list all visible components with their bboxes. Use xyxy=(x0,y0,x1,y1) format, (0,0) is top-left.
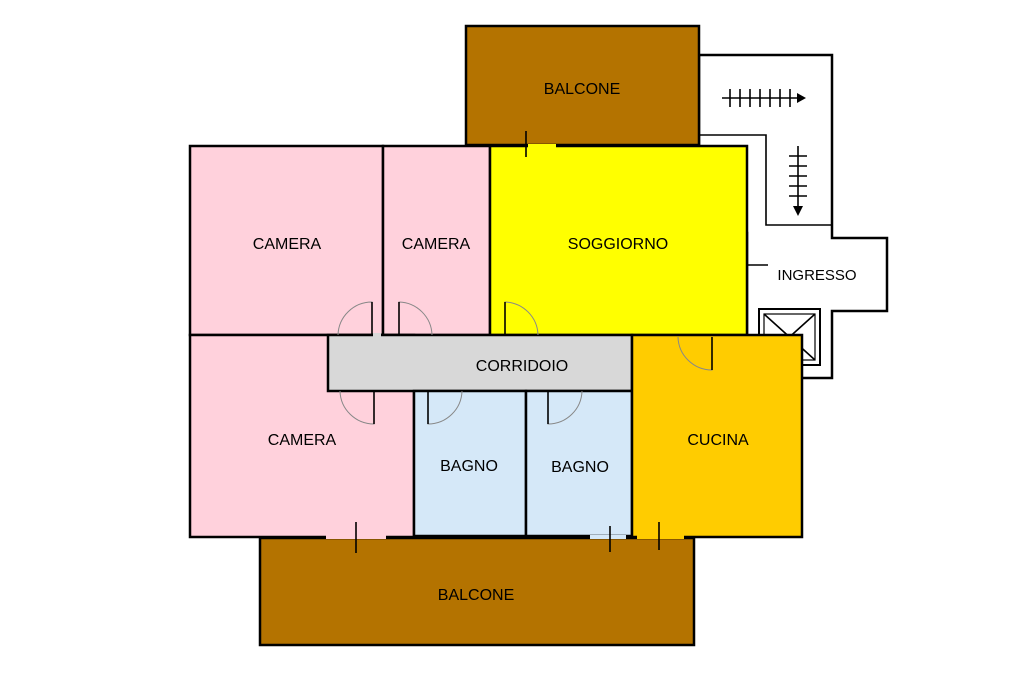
room-label-camera-1: CAMERA xyxy=(253,236,322,253)
door-swing-icon xyxy=(326,131,713,553)
stair-wall xyxy=(699,134,832,226)
room-bagno-2 xyxy=(524,389,634,538)
room-label-soggiorno: SOGGIORNO xyxy=(568,236,668,253)
stairs-arrow-icon xyxy=(789,146,807,216)
room-label-camera-2: CAMERA xyxy=(402,236,471,253)
room-label-balcone-bottom: BALCONE xyxy=(438,587,514,604)
stairs-arrow-icon xyxy=(722,89,806,107)
room-label-cucina: CUCINA xyxy=(687,432,749,449)
room-label-balcone-top: BALCONE xyxy=(544,81,620,98)
room-label-camera-3: CAMERA xyxy=(268,432,337,449)
room-label-corridoio: CORRIDOIO xyxy=(476,358,568,375)
room-cucina xyxy=(630,333,804,539)
room-soggiorno xyxy=(488,144,749,337)
room-balcone-bottom xyxy=(258,536,696,647)
room-label-bagno-2: BAGNO xyxy=(551,459,609,476)
room-corridoio xyxy=(326,333,634,393)
room-label-ingresso: INGRESSO xyxy=(777,267,856,284)
room-balcone-top xyxy=(464,24,701,147)
room-bagno-1 xyxy=(412,389,528,538)
room-label-bagno-1: BAGNO xyxy=(440,458,498,475)
